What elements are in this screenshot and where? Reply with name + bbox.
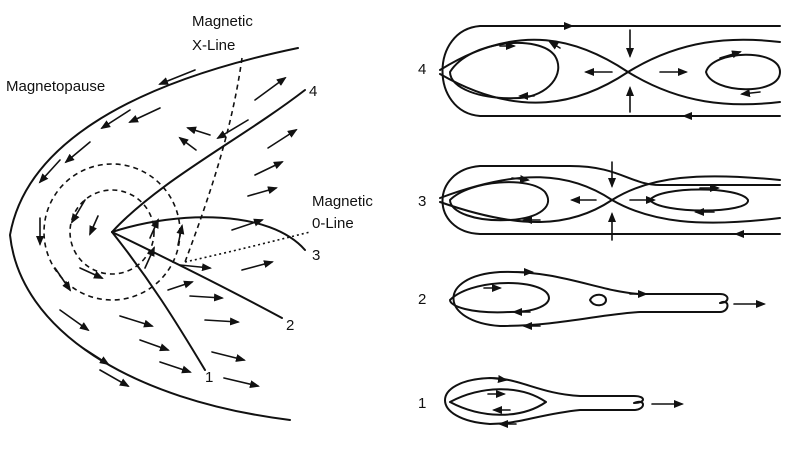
left-panel: Magnetopause Magnetic X-Line Magnetic 0-… [6, 13, 373, 421]
stage-1: 1 [418, 375, 684, 428]
flow-arrow [99, 369, 130, 387]
x-line-label-line2: X-Line [192, 37, 235, 54]
flow-arrow [231, 218, 264, 231]
stage-2-mini-loop [589, 293, 607, 307]
stage-2: 2 [418, 268, 766, 330]
flow-arrow [119, 315, 154, 328]
flow-arrow [158, 69, 196, 85]
magnetopause-curve [9, 47, 299, 421]
flow-arrow [211, 351, 246, 362]
flow-arrow [64, 141, 91, 164]
curve-number-1: 1 [205, 369, 213, 386]
stage-3-loop-right [649, 188, 749, 212]
field-curve-4 [111, 89, 306, 233]
stage-number-1: 1 [418, 395, 426, 412]
flow-arrow [149, 218, 159, 239]
flow-arrow [223, 377, 260, 389]
flow-arrow [254, 161, 284, 176]
flow-arrow [89, 215, 99, 236]
stage-4-arrow [740, 89, 761, 98]
stage-4-loop-left [449, 41, 560, 100]
stage-number-4: 4 [418, 61, 426, 78]
flow-arrow [167, 280, 194, 291]
dashed-circle-middle [69, 189, 155, 275]
curve-number-3: 3 [312, 247, 320, 264]
flow-arrow [159, 361, 192, 374]
flow-arrow [189, 293, 224, 302]
magnetopause-label: Magnetopause [6, 78, 105, 95]
field-curves [111, 89, 306, 371]
flow-arrow [216, 119, 249, 140]
curve-number-4: 4 [309, 83, 317, 100]
flow-arrow [79, 267, 104, 279]
stage-2-loop [449, 282, 550, 314]
flow-arrow [241, 260, 274, 271]
flow-arrow [176, 224, 185, 246]
flow-arrow [178, 136, 197, 151]
stage-4-arrow [719, 50, 742, 59]
stage-4-outer-top [441, 25, 781, 117]
stage-number-2: 2 [418, 291, 426, 308]
flow-arrow [38, 159, 61, 184]
stage-1-outer [444, 377, 644, 425]
stage-3-arrow [511, 175, 530, 183]
stage-3: 3 [418, 161, 781, 241]
x-line-dashed [184, 57, 243, 263]
flow-arrow [79, 345, 110, 366]
field-curve-3 [111, 216, 306, 251]
stage-3-outer [441, 165, 781, 235]
stage-3-loop-left [449, 181, 550, 222]
flow-arrow [70, 199, 86, 224]
stage-number-3: 3 [418, 193, 426, 210]
flow-arrow [204, 317, 240, 326]
stage-4-arrow [548, 40, 561, 50]
flow-arrow [254, 76, 287, 101]
x-line-label-line1: Magnetic [192, 13, 253, 30]
o-line-label-line1: Magnetic [312, 193, 373, 210]
o-line-dotted [184, 231, 311, 263]
field-curve-1 [111, 231, 206, 371]
flow-arrow [100, 109, 131, 130]
flow-arrow [267, 128, 298, 149]
curve-number-2: 2 [286, 317, 294, 334]
o-line-label-line2: 0-Line [312, 215, 354, 232]
flow-arrow [59, 309, 90, 332]
flow-arrow [128, 107, 161, 123]
flow-arrow [144, 246, 155, 269]
flow-arrows [36, 69, 298, 389]
flow-arrow [54, 267, 72, 292]
flow-arrow [179, 263, 212, 272]
flow-arrow [247, 186, 278, 197]
stage-4: 4 [418, 22, 781, 120]
flow-arrow [186, 126, 211, 136]
stage-1-arrow [489, 375, 508, 383]
stage-3-separatrix-2 [439, 175, 781, 223]
stage-1-inner [449, 388, 547, 416]
right-panel: 4 3 [418, 22, 781, 428]
stage-4-loop-right [705, 53, 781, 91]
field-curve-2 [111, 231, 283, 319]
flow-arrow [139, 339, 170, 352]
stage-4-separatrix-2 [439, 38, 781, 104]
